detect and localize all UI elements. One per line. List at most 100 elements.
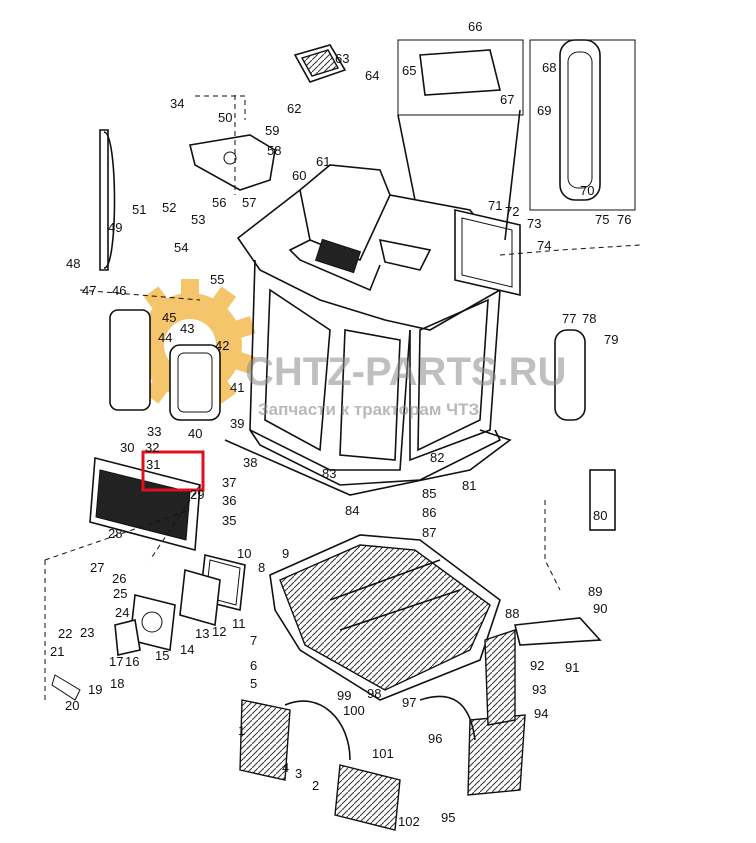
- part-label-72: 72: [505, 204, 519, 219]
- part-label-26: 26: [112, 571, 126, 586]
- part-label-64: 64: [365, 68, 379, 83]
- part-label-7: 7: [250, 633, 257, 648]
- part-label-34: 34: [170, 96, 184, 111]
- roof-hatch: [293, 44, 347, 83]
- part-label-8: 8: [258, 560, 265, 575]
- part-label-3: 3: [295, 766, 302, 781]
- part-label-6: 6: [250, 658, 257, 673]
- part-label-30: 30: [120, 440, 134, 455]
- part-label-53: 53: [191, 212, 205, 227]
- part-label-61: 61: [316, 154, 330, 169]
- part-label-18: 18: [110, 676, 124, 691]
- part-label-25: 25: [113, 586, 127, 601]
- part-label-52: 52: [162, 200, 176, 215]
- part-label-101: 101: [372, 746, 394, 761]
- part-label-1: 1: [238, 723, 245, 738]
- part-label-67: 67: [500, 92, 514, 107]
- part-label-63: 63: [335, 51, 349, 66]
- part-label-97: 97: [402, 695, 416, 710]
- part-label-94: 94: [534, 706, 548, 721]
- part-label-14: 14: [180, 642, 194, 657]
- part-label-51: 51: [132, 202, 146, 217]
- part-label-20: 20: [65, 698, 79, 713]
- part-label-48: 48: [66, 256, 80, 271]
- part-label-96: 96: [428, 731, 442, 746]
- part-label-41: 41: [230, 380, 244, 395]
- part-label-44: 44: [158, 330, 172, 345]
- watermark-tagline: Запчасти к тракторам ЧТЗ: [258, 400, 479, 419]
- part-label-75: 75: [595, 212, 609, 227]
- part-label-17: 17: [109, 654, 123, 669]
- part-label-15: 15: [155, 648, 169, 663]
- part-label-68: 68: [542, 60, 556, 75]
- part-label-100: 100: [343, 703, 365, 718]
- part-label-39: 39: [230, 416, 244, 431]
- part-label-92: 92: [530, 658, 544, 673]
- part-label-102: 102: [398, 814, 420, 829]
- part-label-13: 13: [195, 626, 209, 641]
- part-label-47: 47: [82, 283, 96, 298]
- part-label-4: 4: [282, 760, 289, 775]
- part-label-60: 60: [292, 168, 306, 183]
- part-label-71: 71: [488, 198, 502, 213]
- part-label-5: 5: [250, 676, 257, 691]
- part-label-16: 16: [125, 654, 139, 669]
- part-label-45: 45: [162, 310, 176, 325]
- part-label-80: 80: [593, 508, 607, 523]
- fenders: [239, 629, 526, 831]
- part-label-62: 62: [287, 101, 301, 116]
- part-label-2: 2: [312, 778, 319, 793]
- part-label-81: 81: [462, 478, 476, 493]
- cab-frame: [224, 164, 512, 496]
- part-label-58: 58: [267, 143, 281, 158]
- part-label-55: 55: [210, 272, 224, 287]
- part-label-36: 36: [222, 493, 236, 508]
- part-label-24: 24: [115, 605, 129, 620]
- panel-28: [89, 456, 201, 552]
- part-label-78: 78: [582, 311, 596, 326]
- part-label-10: 10: [237, 546, 251, 561]
- highlight-box: [141, 450, 205, 492]
- part-label-21: 21: [50, 644, 64, 659]
- part-label-23: 23: [80, 625, 94, 640]
- part-label-93: 93: [532, 682, 546, 697]
- part-label-77: 77: [562, 311, 576, 326]
- part-label-90: 90: [593, 601, 607, 616]
- part-label-82: 82: [430, 450, 444, 465]
- part-label-74: 74: [537, 238, 551, 253]
- part-label-31: 31: [146, 457, 160, 472]
- part-label-19: 19: [88, 682, 102, 697]
- part-label-12: 12: [212, 624, 226, 639]
- part-label-42: 42: [215, 338, 229, 353]
- part-label-76: 76: [617, 212, 631, 227]
- side-window: [109, 309, 221, 421]
- part-label-66: 66: [468, 19, 482, 34]
- part-label-91: 91: [565, 660, 579, 675]
- part-label-86: 86: [422, 505, 436, 520]
- part-label-89: 89: [588, 584, 602, 599]
- right-components: [454, 39, 616, 646]
- leader-lines: [79, 95, 641, 591]
- part-label-65: 65: [402, 63, 416, 78]
- handrail: [99, 129, 116, 271]
- part-label-73: 73: [527, 216, 541, 231]
- part-label-50: 50: [218, 110, 232, 125]
- inset-box-68-70: [529, 39, 636, 211]
- part-label-43: 43: [180, 321, 194, 336]
- engine-cover: [269, 534, 501, 701]
- part-label-46: 46: [112, 283, 126, 298]
- part-label-87: 87: [422, 525, 436, 540]
- part-label-40: 40: [188, 426, 202, 441]
- watermark-brand: CHTZ-PARTS.RU: [245, 350, 566, 394]
- part-label-33: 33: [147, 424, 161, 439]
- part-label-35: 35: [222, 513, 236, 528]
- left-small-parts: [44, 509, 246, 701]
- part-label-70: 70: [580, 183, 594, 198]
- part-label-99: 99: [337, 688, 351, 703]
- part-label-49: 49: [108, 220, 122, 235]
- part-label-37: 37: [222, 475, 236, 490]
- part-label-9: 9: [282, 546, 289, 561]
- inset-box-65-67: [397, 39, 524, 241]
